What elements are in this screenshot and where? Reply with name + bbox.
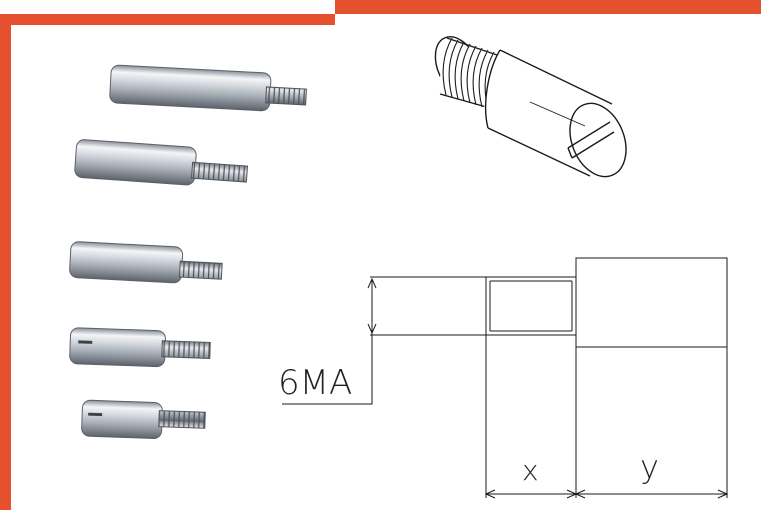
screw-1 xyxy=(109,64,307,112)
header-accent-bar xyxy=(335,0,761,14)
screw-5 xyxy=(81,399,206,439)
screw-4 xyxy=(69,327,211,368)
thread-size-label: 6MA xyxy=(278,363,352,403)
dimension-x-label: x xyxy=(522,454,539,487)
shoulder-body xyxy=(478,49,627,178)
shoulder-screw-photo xyxy=(69,64,307,439)
frame-accent-left xyxy=(0,25,11,510)
dimension-y-label: y xyxy=(640,448,659,486)
screw-3 xyxy=(69,241,223,284)
shoulder-screw-isometric-drawing xyxy=(434,36,627,178)
screw-2 xyxy=(74,139,249,186)
dimension-drawing xyxy=(282,257,729,499)
thread-end xyxy=(434,36,498,110)
frame-accent-top xyxy=(0,14,335,25)
